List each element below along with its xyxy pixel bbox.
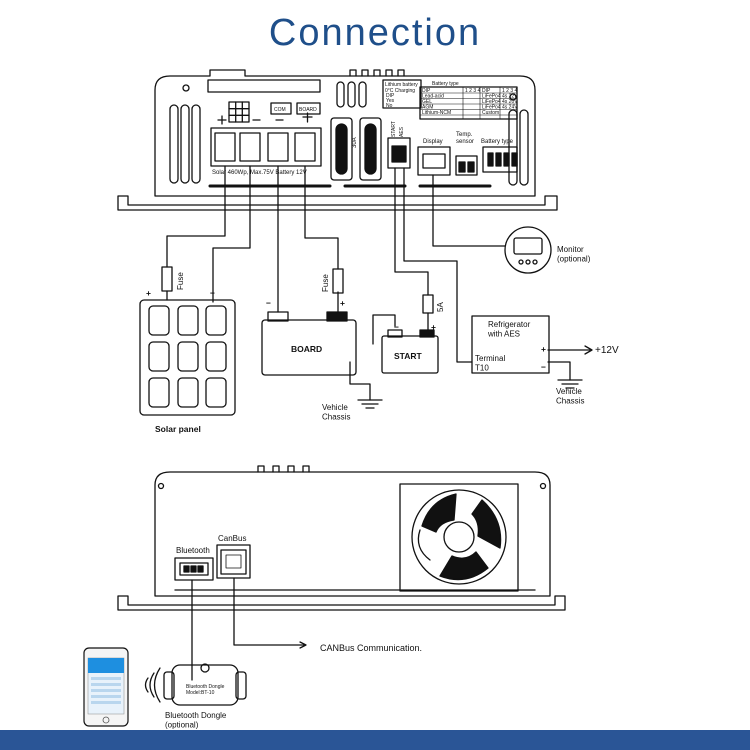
- fuse-left-symbol: [161, 266, 173, 292]
- wireless-icon: [144, 667, 161, 703]
- fuse-right-symbol: [332, 268, 344, 294]
- dip-yes-label: Yes: [386, 98, 395, 104]
- monitor-label: Monitor(optional): [557, 245, 591, 264]
- fuse-right-label: Fuse: [321, 274, 330, 292]
- wires: [166, 165, 593, 401]
- phone-screen-header: [88, 658, 124, 673]
- controller-unit: [117, 69, 558, 211]
- solar-panel-icon: [139, 299, 236, 416]
- phone-icon: [83, 647, 129, 727]
- fuse-left-label: Fuse: [176, 272, 185, 290]
- ground-symbol-1: [357, 399, 383, 409]
- dip-no-label: No: [386, 103, 393, 109]
- bottom-color-bar: [0, 730, 750, 750]
- canbus-port-label: CanBus: [218, 534, 246, 543]
- bt-row3-c0: AGM: [422, 105, 433, 111]
- start-battery-label: START: [394, 351, 423, 361]
- bt-row0-c1: 1 2 3 4: [465, 88, 481, 94]
- board-battery-icon: [261, 311, 357, 376]
- display-port-label: Display: [423, 139, 443, 145]
- bt-row0-c2: DIP: [482, 88, 491, 94]
- bt-row2-c0: GEL: [422, 99, 432, 105]
- solar-panel-label: Solar panel: [155, 424, 201, 434]
- terminal-label: Solar 460Wp, Max.75V Battery 12V: [212, 170, 307, 176]
- bt-row4-c2: Custom: [482, 110, 499, 116]
- temp-sensor-label: Temp.sensor: [456, 132, 474, 145]
- bt-row1-c0: Lead-acid: [422, 94, 444, 100]
- canbus-communication-label: CANBus Communication.: [320, 643, 422, 653]
- bt-row4-c0: Lithium-NCM: [422, 110, 451, 116]
- solar-minus-sign: −: [210, 288, 215, 298]
- fridge-plus-sign: +: [541, 344, 546, 354]
- start-battery-icon: [381, 329, 439, 374]
- bt-row0-c0: DIP: [422, 88, 431, 94]
- start-minus-sign: −: [394, 322, 399, 332]
- fridge-minus-sign: −: [541, 362, 546, 372]
- board-minus-sign: −: [266, 298, 271, 308]
- board-label: BOARD: [299, 107, 317, 113]
- bt-row2-c2: LiFePo4 4s 20V: [482, 99, 518, 105]
- bt-row3-c2: LiFePo4 4s 24V: [482, 105, 518, 111]
- lower-unit: [117, 465, 566, 681]
- com-label: COM: [274, 107, 286, 113]
- bt-row1-c2: LiFePo4 4s 22V: [482, 94, 518, 100]
- bluetooth-dongle-icon: [163, 663, 247, 706]
- fuse-5a-symbol: [422, 294, 434, 314]
- fuse-5a-label: 5A: [436, 302, 445, 312]
- board-plus-sign: +: [340, 298, 345, 308]
- monitor-icon: [504, 226, 552, 274]
- ground-symbol-2: [557, 379, 583, 389]
- solar-plus-sign: +: [146, 288, 151, 298]
- dip-label: DIP: [386, 93, 395, 99]
- plus-12v-label: +12V: [595, 345, 619, 356]
- bluetooth-dongle-label: Bluetooth Dongle(optional): [165, 711, 227, 730]
- board-battery-label: BOARD: [291, 344, 322, 354]
- battery-type-title: Battery type: [432, 81, 459, 87]
- battery-type-port-label: Battery type: [481, 139, 514, 145]
- fuse-30a-label: 30A: [352, 137, 358, 148]
- start-port-label: START: [391, 121, 397, 137]
- page-title: Connection: [268, 12, 482, 54]
- bluetooth-port-label: Bluetooth: [176, 546, 210, 555]
- aes-port-label: AES: [399, 126, 405, 137]
- bt-row0-c3: 1 2 3 4: [502, 88, 518, 94]
- start-plus-sign: +: [431, 322, 436, 332]
- refrigerator-box: [471, 315, 550, 374]
